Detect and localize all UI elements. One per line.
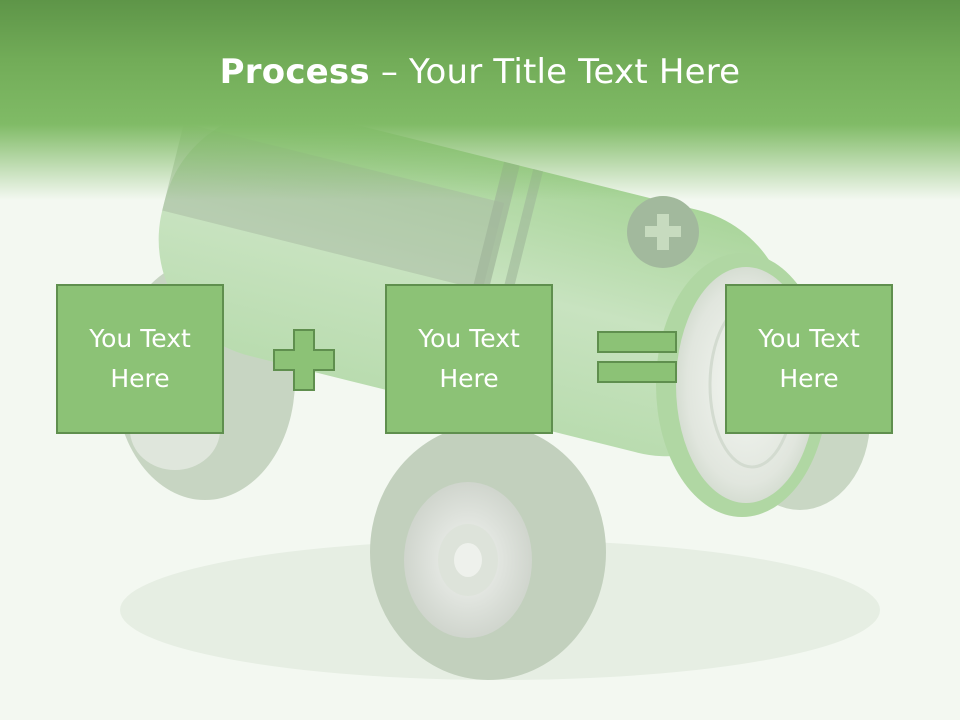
title-band	[0, 0, 960, 200]
text-box-2-line2: Here	[439, 364, 499, 393]
title-rest: Your Title Text Here	[409, 52, 741, 92]
plus-icon	[273, 329, 335, 391]
text-box-1-line2: Here	[110, 364, 170, 393]
text-box-3-line2: Here	[779, 364, 839, 393]
text-box-1-line1: You Text	[89, 324, 191, 353]
slide-title: Process – Your Title Text Here	[0, 52, 960, 92]
text-box-3[interactable]: You Text Here	[725, 284, 893, 434]
equals-icon	[597, 331, 677, 383]
text-box-3-line1: You Text	[758, 324, 860, 353]
text-box-2[interactable]: You Text Here	[385, 284, 553, 434]
title-bold: Process	[219, 52, 370, 92]
text-box-2-line1: You Text	[418, 324, 520, 353]
text-box-1[interactable]: You Text Here	[56, 284, 224, 434]
title-separator: –	[369, 52, 410, 92]
